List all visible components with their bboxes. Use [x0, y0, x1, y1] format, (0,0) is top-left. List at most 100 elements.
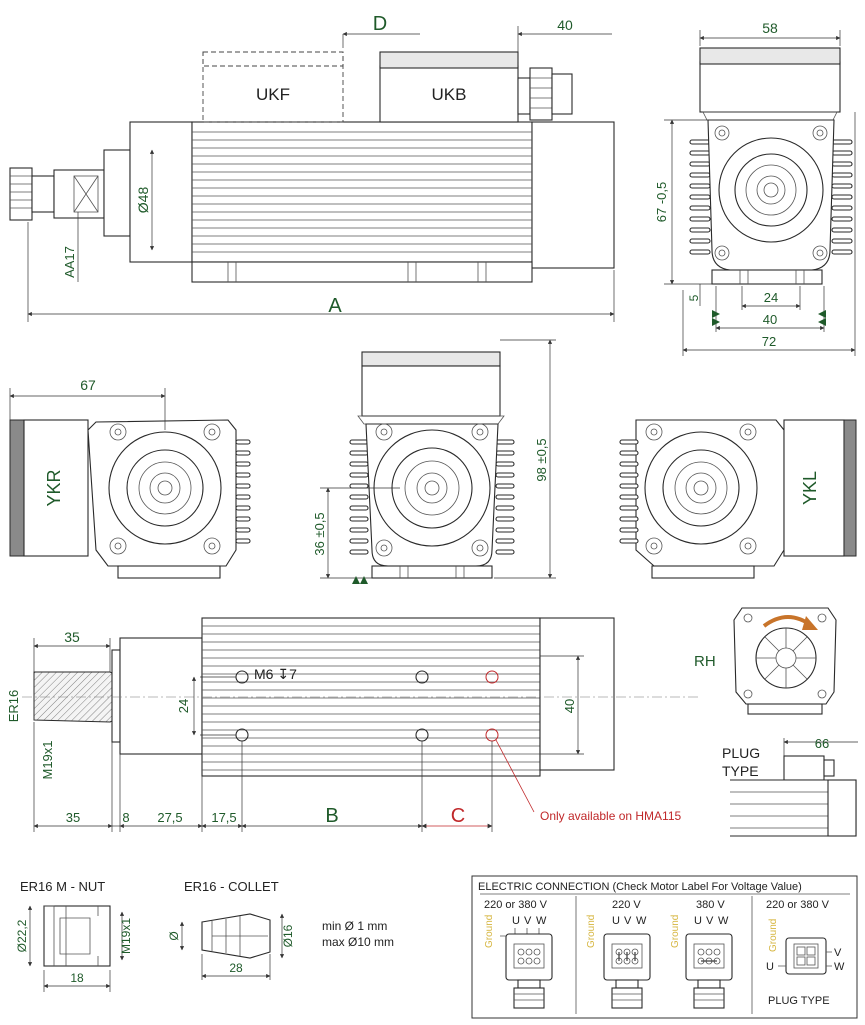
dim-box-width: 58 [762, 20, 778, 36]
panel3-w: W [718, 915, 729, 927]
collet-nose [9, 149, 131, 237]
cooling-fin [831, 216, 853, 222]
cooling-fin [349, 439, 369, 445]
dim-body-dia: Ø48 [135, 187, 151, 214]
cooling-fin [619, 527, 639, 533]
panel4-w: W [834, 961, 845, 973]
cooling-fin [619, 472, 639, 478]
end-view-dimensions: 58 67 -0,5 5 24 40 72 [654, 20, 856, 356]
cooling-fin [495, 450, 515, 456]
cooling-fin [619, 538, 639, 544]
cooling-fin [689, 238, 711, 244]
box-ykr-label: YKR [44, 469, 64, 506]
cooling-fin [619, 505, 639, 511]
panel1-w: W [536, 915, 547, 927]
panel3-u: U [694, 915, 702, 927]
side-view-right: YKL [619, 419, 857, 579]
cooling-fin [619, 450, 639, 456]
panel3-voltage: 380 V [696, 899, 725, 911]
cooling-fin [349, 549, 369, 555]
collet-dim-dia: Ø16 [281, 924, 295, 947]
nut-dim-dia: Ø22,2 [15, 919, 29, 952]
dim-width: 40 [562, 699, 577, 713]
cooling-fin [689, 183, 711, 189]
electric-title: ELECTRIC CONNECTION (Check Motor Label F… [478, 881, 802, 893]
cooling-fin [689, 194, 711, 200]
cooling-fin [831, 205, 853, 211]
cooling-fin [831, 238, 853, 244]
dim-c: C [451, 805, 465, 827]
side-view-left: YKR 67 [9, 377, 251, 579]
cooling-fin [831, 150, 853, 156]
plug-view: PLUG TYPE 66 [722, 736, 858, 837]
dim-inner: 24 [764, 290, 778, 305]
cooling-fin [619, 439, 639, 445]
cooling-fin [689, 249, 711, 255]
panel1-u: U [512, 915, 520, 927]
cooling-fin [495, 538, 515, 544]
dim-length: A [328, 295, 342, 317]
panel2-u: U [612, 915, 620, 927]
cooling-fin [619, 483, 639, 489]
cooling-fin [689, 172, 711, 178]
box-ukb-label: UKB [432, 85, 467, 104]
bottom-view: M6 ↧7 35 ER16 M19x1 24 40 [6, 617, 700, 832]
cooling-fin [235, 505, 251, 511]
cooling-fin [349, 494, 369, 500]
panel4-u: U [766, 961, 774, 973]
panel1-ground: Ground [484, 915, 495, 948]
plug-dim: 66 [815, 736, 829, 751]
cooling-fin [831, 139, 853, 145]
cooling-fin [235, 439, 251, 445]
panel2-w: W [636, 915, 647, 927]
panel4-caption: PLUG TYPE [768, 995, 830, 1007]
label-er16: ER16 [6, 690, 21, 723]
collet-title: ER16 - COLLET [184, 879, 279, 894]
box-ukb: UKB [379, 51, 573, 123]
dim-hole-gap: 24 [176, 699, 191, 713]
dim-height: 67 -0,5 [654, 182, 669, 222]
electric-panel-1: 220 or 380 V Ground U V W [484, 899, 553, 1009]
box-ukf-label: UKF [256, 85, 290, 104]
dim-35-bottom: 35 [66, 810, 80, 825]
cooling-fin [495, 494, 515, 500]
motor-body [129, 121, 615, 283]
plug-label-1: PLUG [722, 745, 760, 761]
cooling-fin [235, 527, 251, 533]
cooling-fin [235, 516, 251, 522]
cooling-fin [831, 172, 853, 178]
cooling-fin [831, 249, 853, 255]
cooling-fin [689, 150, 711, 156]
cooling-fin [349, 538, 369, 544]
collet-dim-len: 28 [229, 961, 243, 975]
cooling-fin [619, 494, 639, 500]
cooling-fin [349, 461, 369, 467]
dim-left-67: 67 [80, 377, 96, 393]
panel4-ground: Ground [768, 919, 779, 952]
dim-b: B [325, 805, 338, 827]
panel2-v: V [624, 915, 632, 927]
cooling-fin [235, 450, 251, 456]
note-hma115: Only available on HMA115 [540, 809, 682, 823]
cooling-fin [349, 516, 369, 522]
panel3-ground: Ground [670, 915, 681, 948]
hole-label: M6 ↧7 [254, 666, 297, 682]
nut-dim-len: 18 [70, 971, 84, 985]
cooling-fin [831, 194, 853, 200]
dim-17-5: 17,5 [211, 810, 236, 825]
cooling-fin [349, 450, 369, 456]
cooling-fin [831, 183, 853, 189]
cooling-fin [689, 139, 711, 145]
rotation-view: RH [694, 607, 837, 715]
top-view: UKF UKB D 40 Ø48 AA17 [9, 13, 615, 322]
dim-d: D [373, 13, 387, 35]
cooling-fin [495, 527, 515, 533]
cooling-fin [235, 483, 251, 489]
box-ukf: UKF [202, 51, 344, 123]
collet-range-max: max Ø10 mm [322, 935, 394, 949]
cooling-fin [495, 505, 515, 511]
nut-title: ER16 M - NUT [20, 879, 105, 894]
dim-center-height: 98 ±0,5 [534, 438, 549, 481]
